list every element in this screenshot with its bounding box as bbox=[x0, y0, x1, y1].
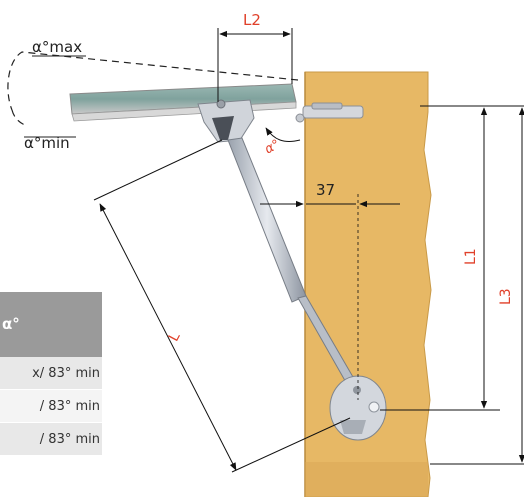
cabinet-flap bbox=[69, 83, 297, 122]
l2-label: L2 bbox=[243, 11, 261, 29]
table-cell: / 83° min bbox=[39, 399, 100, 414]
alpha-angle-arc bbox=[265, 127, 301, 142]
table-cell: x/ 83° min bbox=[32, 366, 100, 381]
l-top-extension bbox=[93, 139, 223, 201]
cabinet-bracket bbox=[329, 375, 387, 441]
l-bottom-extension bbox=[231, 417, 351, 473]
table-header: α° bbox=[0, 292, 102, 357]
alpha-max-outline bbox=[7, 51, 299, 111]
l-dimension-line bbox=[99, 203, 237, 471]
gas-strut bbox=[227, 137, 365, 401]
table-row: / 83° min bbox=[0, 390, 102, 423]
table-cell: / 83° min bbox=[39, 432, 100, 447]
alpha-min-label: α°min bbox=[24, 134, 70, 152]
table-header-label: α° bbox=[2, 315, 20, 333]
dim-37-label: 37 bbox=[316, 181, 335, 199]
alpha-max-label: α°max bbox=[32, 38, 82, 56]
flap-bracket bbox=[197, 99, 255, 143]
alpha-label: α° bbox=[262, 137, 282, 157]
table-row: x/ 83° min bbox=[0, 357, 102, 390]
l1-label: L1 bbox=[463, 248, 479, 265]
alpha-min-arc bbox=[11, 109, 29, 127]
cabinet-bottom-strip bbox=[305, 462, 428, 497]
hinge bbox=[295, 102, 364, 123]
opening-angle-table: α° x/ 83° min / 83° min / 83° min bbox=[0, 292, 102, 456]
l-label: L bbox=[166, 330, 184, 345]
table-row: / 83° min bbox=[0, 423, 102, 456]
l3-label: L3 bbox=[498, 288, 514, 305]
